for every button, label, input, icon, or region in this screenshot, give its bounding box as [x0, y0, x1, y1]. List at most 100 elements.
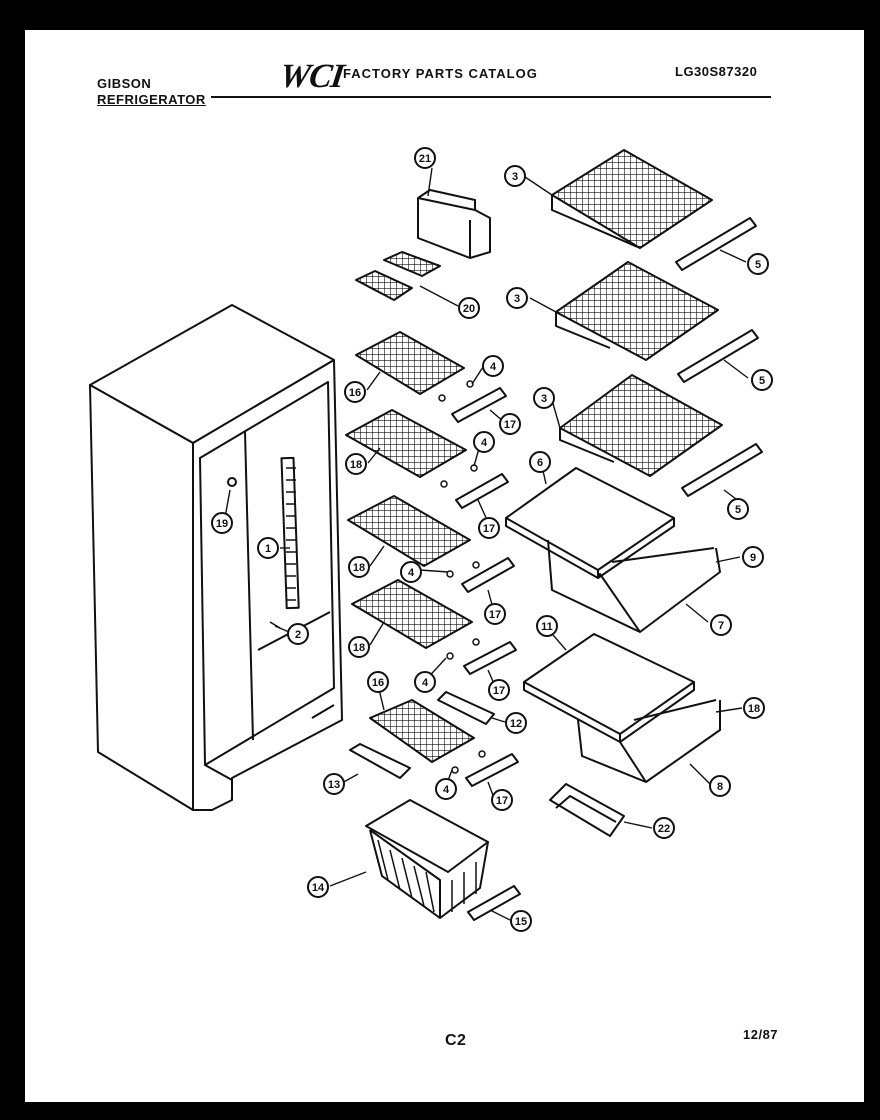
callout-label: 17: [489, 609, 501, 621]
cabinet: [89, 304, 343, 811]
callout-label: 3: [512, 171, 518, 183]
callout-label: 13: [328, 779, 340, 791]
callout-3b: [506, 287, 528, 309]
header-rule: [211, 96, 771, 98]
callout-label: 22: [658, 823, 670, 835]
bracket-13: [349, 743, 411, 779]
callout-17b: [478, 517, 500, 539]
callout-label: 20: [463, 303, 475, 315]
callout-4b: [473, 431, 495, 453]
product-name: REFRIGERATOR: [97, 92, 206, 107]
callout-label: 2: [295, 629, 301, 641]
fresh-shelf-3a: [551, 149, 713, 249]
callout-1: [257, 537, 279, 559]
callout-11: [536, 615, 558, 637]
callout-label: 18: [353, 562, 365, 574]
freezer-shelf-16b: [369, 699, 475, 763]
callout-12: [505, 712, 527, 734]
callout-18a: [345, 453, 367, 475]
callout-label: 17: [504, 419, 516, 431]
callout-16a: [344, 381, 366, 403]
shelf-trim-5: [675, 217, 763, 497]
callout-4d: [414, 671, 436, 693]
callout-label: 5: [735, 504, 741, 516]
callout-label: 3: [514, 293, 520, 305]
callout-label: 19: [216, 518, 228, 530]
callout-label: 8: [717, 781, 723, 793]
callout-label: 17: [483, 523, 495, 535]
callout-17e: [491, 789, 513, 811]
callout-label: 3: [541, 393, 547, 405]
brand-name: GIBSON: [97, 76, 152, 91]
wire-basket-14: [365, 799, 489, 919]
callout-16b: [367, 671, 389, 693]
callout-17a: [499, 413, 521, 435]
callout-label: 16: [349, 387, 361, 399]
callout-label: 9: [750, 552, 756, 564]
callout-15: [510, 910, 532, 932]
callout-label: 4: [481, 437, 488, 449]
fresh-shelf-3b: [555, 261, 719, 361]
callout-label: 17: [493, 685, 505, 697]
callout-17d: [488, 679, 510, 701]
callout-label: 21: [419, 153, 431, 165]
callout-label: 4: [422, 677, 429, 689]
callout-21: [414, 147, 436, 169]
callout-18b: [348, 556, 370, 578]
dish-22: [549, 783, 625, 837]
callout-2: [287, 623, 309, 645]
callout-5b: [751, 369, 773, 391]
light-socket: [227, 477, 237, 487]
bracket-12: [437, 691, 495, 725]
callout-label: 18: [350, 459, 362, 471]
callout-label: 16: [372, 677, 384, 689]
callout-label: 5: [759, 375, 765, 387]
callout-9: [742, 546, 764, 568]
callout-label: 4: [443, 784, 450, 796]
callout-label: 5: [755, 259, 761, 271]
callout-4e: [435, 778, 457, 800]
callout-labels: 21 3 3 3 5 5 5 20 16 18 18 18 16 4 4 4 4…: [216, 153, 765, 928]
fresh-shelf-3c: [559, 374, 723, 477]
callout-22: [653, 817, 675, 839]
callout-6: [529, 451, 551, 473]
callout-19: [211, 512, 233, 534]
callout-label: 1: [265, 543, 271, 555]
door-bin-21: [417, 189, 491, 259]
callout-3c: [533, 387, 555, 409]
freezer-shelf-18c: [351, 579, 473, 649]
shelf-rail: [280, 456, 300, 610]
model-number: LG30S87320: [675, 64, 758, 79]
callout-5c: [727, 498, 749, 520]
callout-label: 6: [537, 457, 543, 469]
catalog-date: 12/87: [743, 1027, 779, 1042]
freezer-shelf-18b: [347, 495, 471, 567]
callout-bubbles: [211, 147, 773, 932]
crisper-lower: [523, 633, 721, 783]
freezer-shelf-18a: [345, 409, 467, 478]
egg-trays-20: [355, 251, 441, 301]
trim-strip-15: [467, 885, 521, 921]
freezer-shelf-16a: [355, 331, 465, 395]
callout-18c: [348, 636, 370, 658]
catalog-title: FACTORY PARTS CATALOG: [343, 66, 538, 81]
callout-label: 18: [748, 703, 760, 715]
callout-label: 17: [496, 795, 508, 807]
callout-label: 4: [408, 567, 415, 579]
callout-8: [709, 775, 731, 797]
callout-3a: [504, 165, 526, 187]
page-label: C2: [445, 1032, 467, 1049]
callout-4c: [400, 561, 422, 583]
callout-label: 11: [541, 621, 553, 633]
callout-label: 7: [718, 620, 724, 632]
callout-5a: [747, 253, 769, 275]
callout-label: 4: [490, 361, 497, 373]
callout-7: [710, 614, 732, 636]
callout-20: [458, 297, 480, 319]
callout-13: [323, 773, 345, 795]
callout-4a: [482, 355, 504, 377]
callout-label: 18: [353, 642, 365, 654]
shelf-clips-4: [438, 380, 486, 774]
callout-17c: [484, 603, 506, 625]
